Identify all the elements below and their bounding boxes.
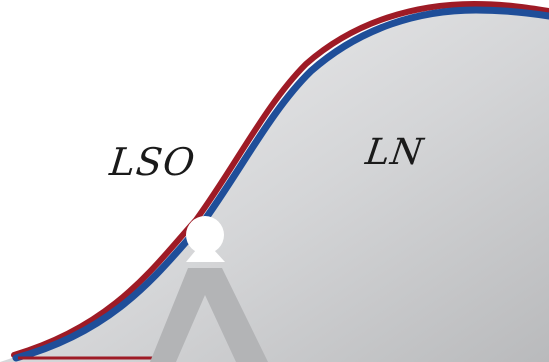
handwritten-label-left: LSO	[107, 140, 198, 184]
figure-head-circle	[186, 216, 224, 254]
figure-body	[150, 268, 268, 362]
gray-fill-area	[0, 8, 549, 362]
handwritten-label-right: LN	[363, 132, 427, 173]
figure-neck-cutout	[186, 250, 225, 262]
red-swoosh-stroke	[11, 0, 549, 358]
blue-swoosh-stroke	[12, 6, 549, 362]
